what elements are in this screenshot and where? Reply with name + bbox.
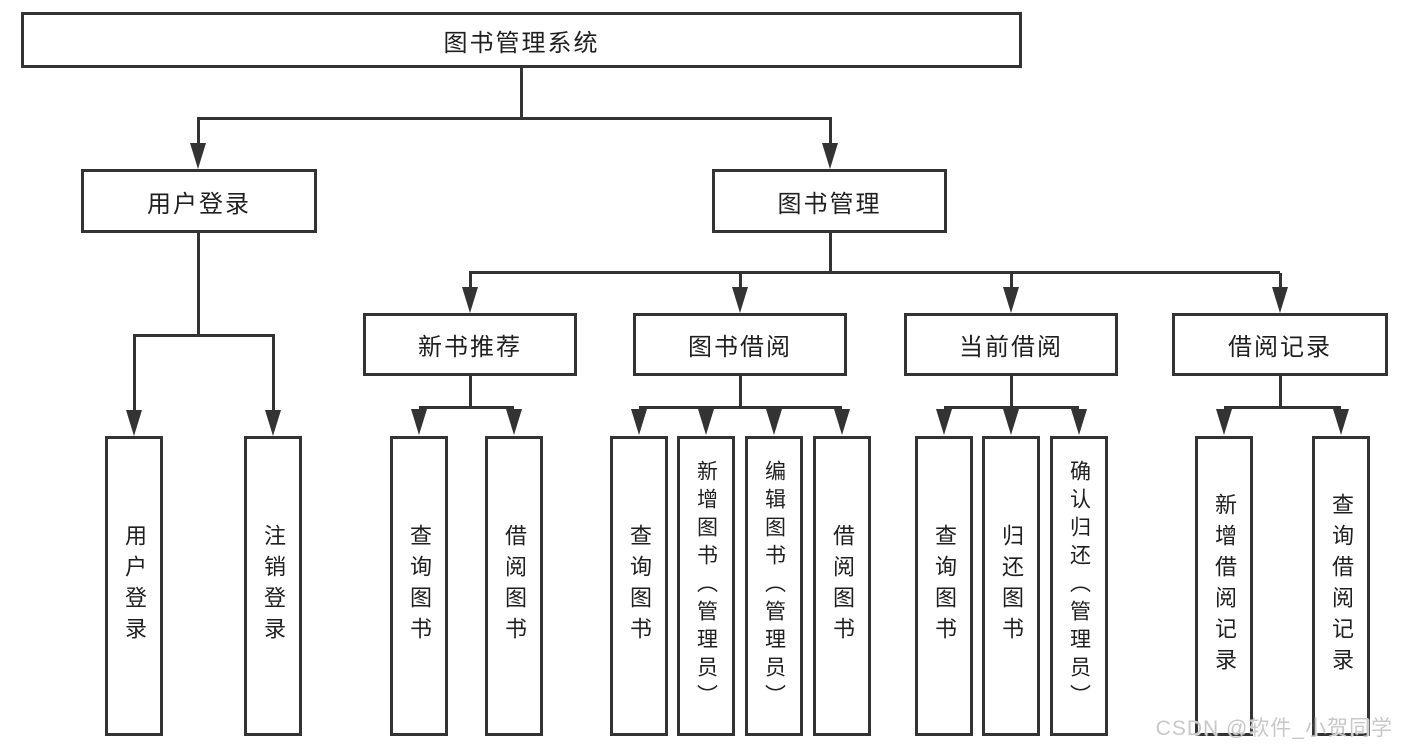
edge-new-book-stem (469, 376, 472, 408)
edge-book-management-bus (469, 271, 1280, 274)
node-label: 确认归还（管理员） (1067, 460, 1091, 712)
edge-current-borrow-bus (944, 406, 1079, 409)
node-label: 图书管理 (777, 190, 882, 218)
edge-user-login-bus (133, 334, 275, 337)
edge-book-management-stem (829, 233, 832, 274)
arrowhead-down-icon (462, 287, 478, 313)
edge-root-bus (197, 117, 832, 120)
edge-stem-book-management (829, 119, 832, 146)
csdn-watermark: CSDN @软件_小贺同学 (1155, 717, 1393, 740)
node-label: 用户登录 (122, 524, 147, 648)
edge-stem-current-borrow (1010, 273, 1013, 289)
node-label: 借阅图书 (502, 524, 527, 648)
node-borrow-record: 借阅记录 (1172, 313, 1388, 376)
node-label: 图书借阅 (688, 334, 792, 361)
arrowhead-down-icon (631, 409, 647, 435)
arrowhead-down-icon (1071, 409, 1087, 435)
arrowhead-down-icon (1333, 409, 1349, 435)
arrowhead-down-icon (766, 409, 782, 435)
leaf-add-book-admin: 新增图书（管理员） (677, 436, 735, 736)
leaf-borrow-book: 借阅图书 (813, 436, 871, 736)
edge-stem-book-borrow (739, 273, 742, 289)
node-root: 图书管理系统 (21, 12, 1022, 68)
leaf-query-borrow-record: 查询借阅记录 (1312, 436, 1370, 736)
arrowhead-down-icon (411, 409, 427, 435)
edge-stem-leaf-user-login (133, 336, 136, 411)
arrowhead-down-icon (1216, 409, 1232, 435)
node-label: 编辑图书（管理员） (762, 460, 786, 712)
edge-new-book-bus (419, 406, 514, 409)
node-label: 新书推荐 (418, 334, 522, 361)
node-label: 查询图书 (627, 524, 652, 648)
node-label: 查询借阅记录 (1329, 493, 1354, 679)
edge-borrow-record-stem (1279, 376, 1282, 408)
arrowhead-down-icon (822, 143, 838, 169)
leaf-query-book-recommend: 查询图书 (390, 436, 448, 736)
leaf-user-login: 用户登录 (105, 436, 163, 736)
arrowhead-down-icon (506, 409, 522, 435)
leaf-query-book-borrow: 查询图书 (610, 436, 668, 736)
arrowhead-down-icon (126, 410, 142, 436)
node-label: 新增借阅记录 (1212, 493, 1237, 679)
node-book-management: 图书管理 (712, 169, 947, 233)
edge-stem-new-book (469, 273, 472, 289)
edge-user-login-stem (197, 233, 200, 336)
arrowhead-down-icon (1003, 287, 1019, 313)
node-label: 借阅记录 (1228, 334, 1332, 361)
arrowhead-down-icon (936, 409, 952, 435)
arrowhead-down-icon (834, 409, 850, 435)
leaf-edit-book-admin: 编辑图书（管理员） (745, 436, 803, 736)
leaf-return-book: 归还图书 (982, 436, 1040, 736)
node-label: 用户登录 (147, 190, 251, 218)
arrowhead-down-icon (265, 410, 281, 436)
node-user-login: 用户登录 (81, 169, 317, 233)
arrowhead-down-icon (698, 409, 714, 435)
leaf-confirm-return-admin: 确认归还（管理员） (1050, 436, 1108, 736)
node-label: 借阅图书 (830, 524, 855, 648)
node-label: 图书管理系统 (443, 29, 600, 57)
node-label: 注销登录 (261, 524, 286, 648)
edge-root-stem (520, 68, 523, 119)
arrowhead-down-icon (190, 143, 206, 169)
node-label: 当前借阅 (959, 334, 1063, 361)
arrowhead-down-icon (1272, 287, 1288, 313)
node-book-borrow: 图书借阅 (633, 313, 847, 376)
node-new-book-recommend: 新书推荐 (363, 313, 577, 376)
arrowhead-down-icon (1003, 409, 1019, 435)
node-label: 新增图书（管理员） (694, 460, 718, 712)
node-label: 查询图书 (932, 524, 957, 648)
edge-stem-borrow-record (1279, 273, 1282, 289)
arrowhead-down-icon (732, 287, 748, 313)
edge-borrow-record-bus (1224, 406, 1341, 409)
edge-stem-leaf-logout (272, 336, 275, 411)
leaf-add-borrow-record: 新增借阅记录 (1195, 436, 1253, 736)
leaf-logout-login: 注销登录 (244, 436, 302, 736)
edge-current-borrow-stem (1010, 376, 1013, 408)
leaf-query-book-current: 查询图书 (915, 436, 973, 736)
node-label: 归还图书 (999, 524, 1024, 648)
leaf-borrow-book-recommend: 借阅图书 (485, 436, 543, 736)
node-current-borrow: 当前借阅 (904, 313, 1118, 376)
edge-book-borrow-stem (739, 376, 742, 408)
node-label: 查询图书 (407, 524, 432, 648)
edge-book-borrow-bus (639, 406, 842, 409)
edge-stem-user-login (197, 119, 200, 146)
